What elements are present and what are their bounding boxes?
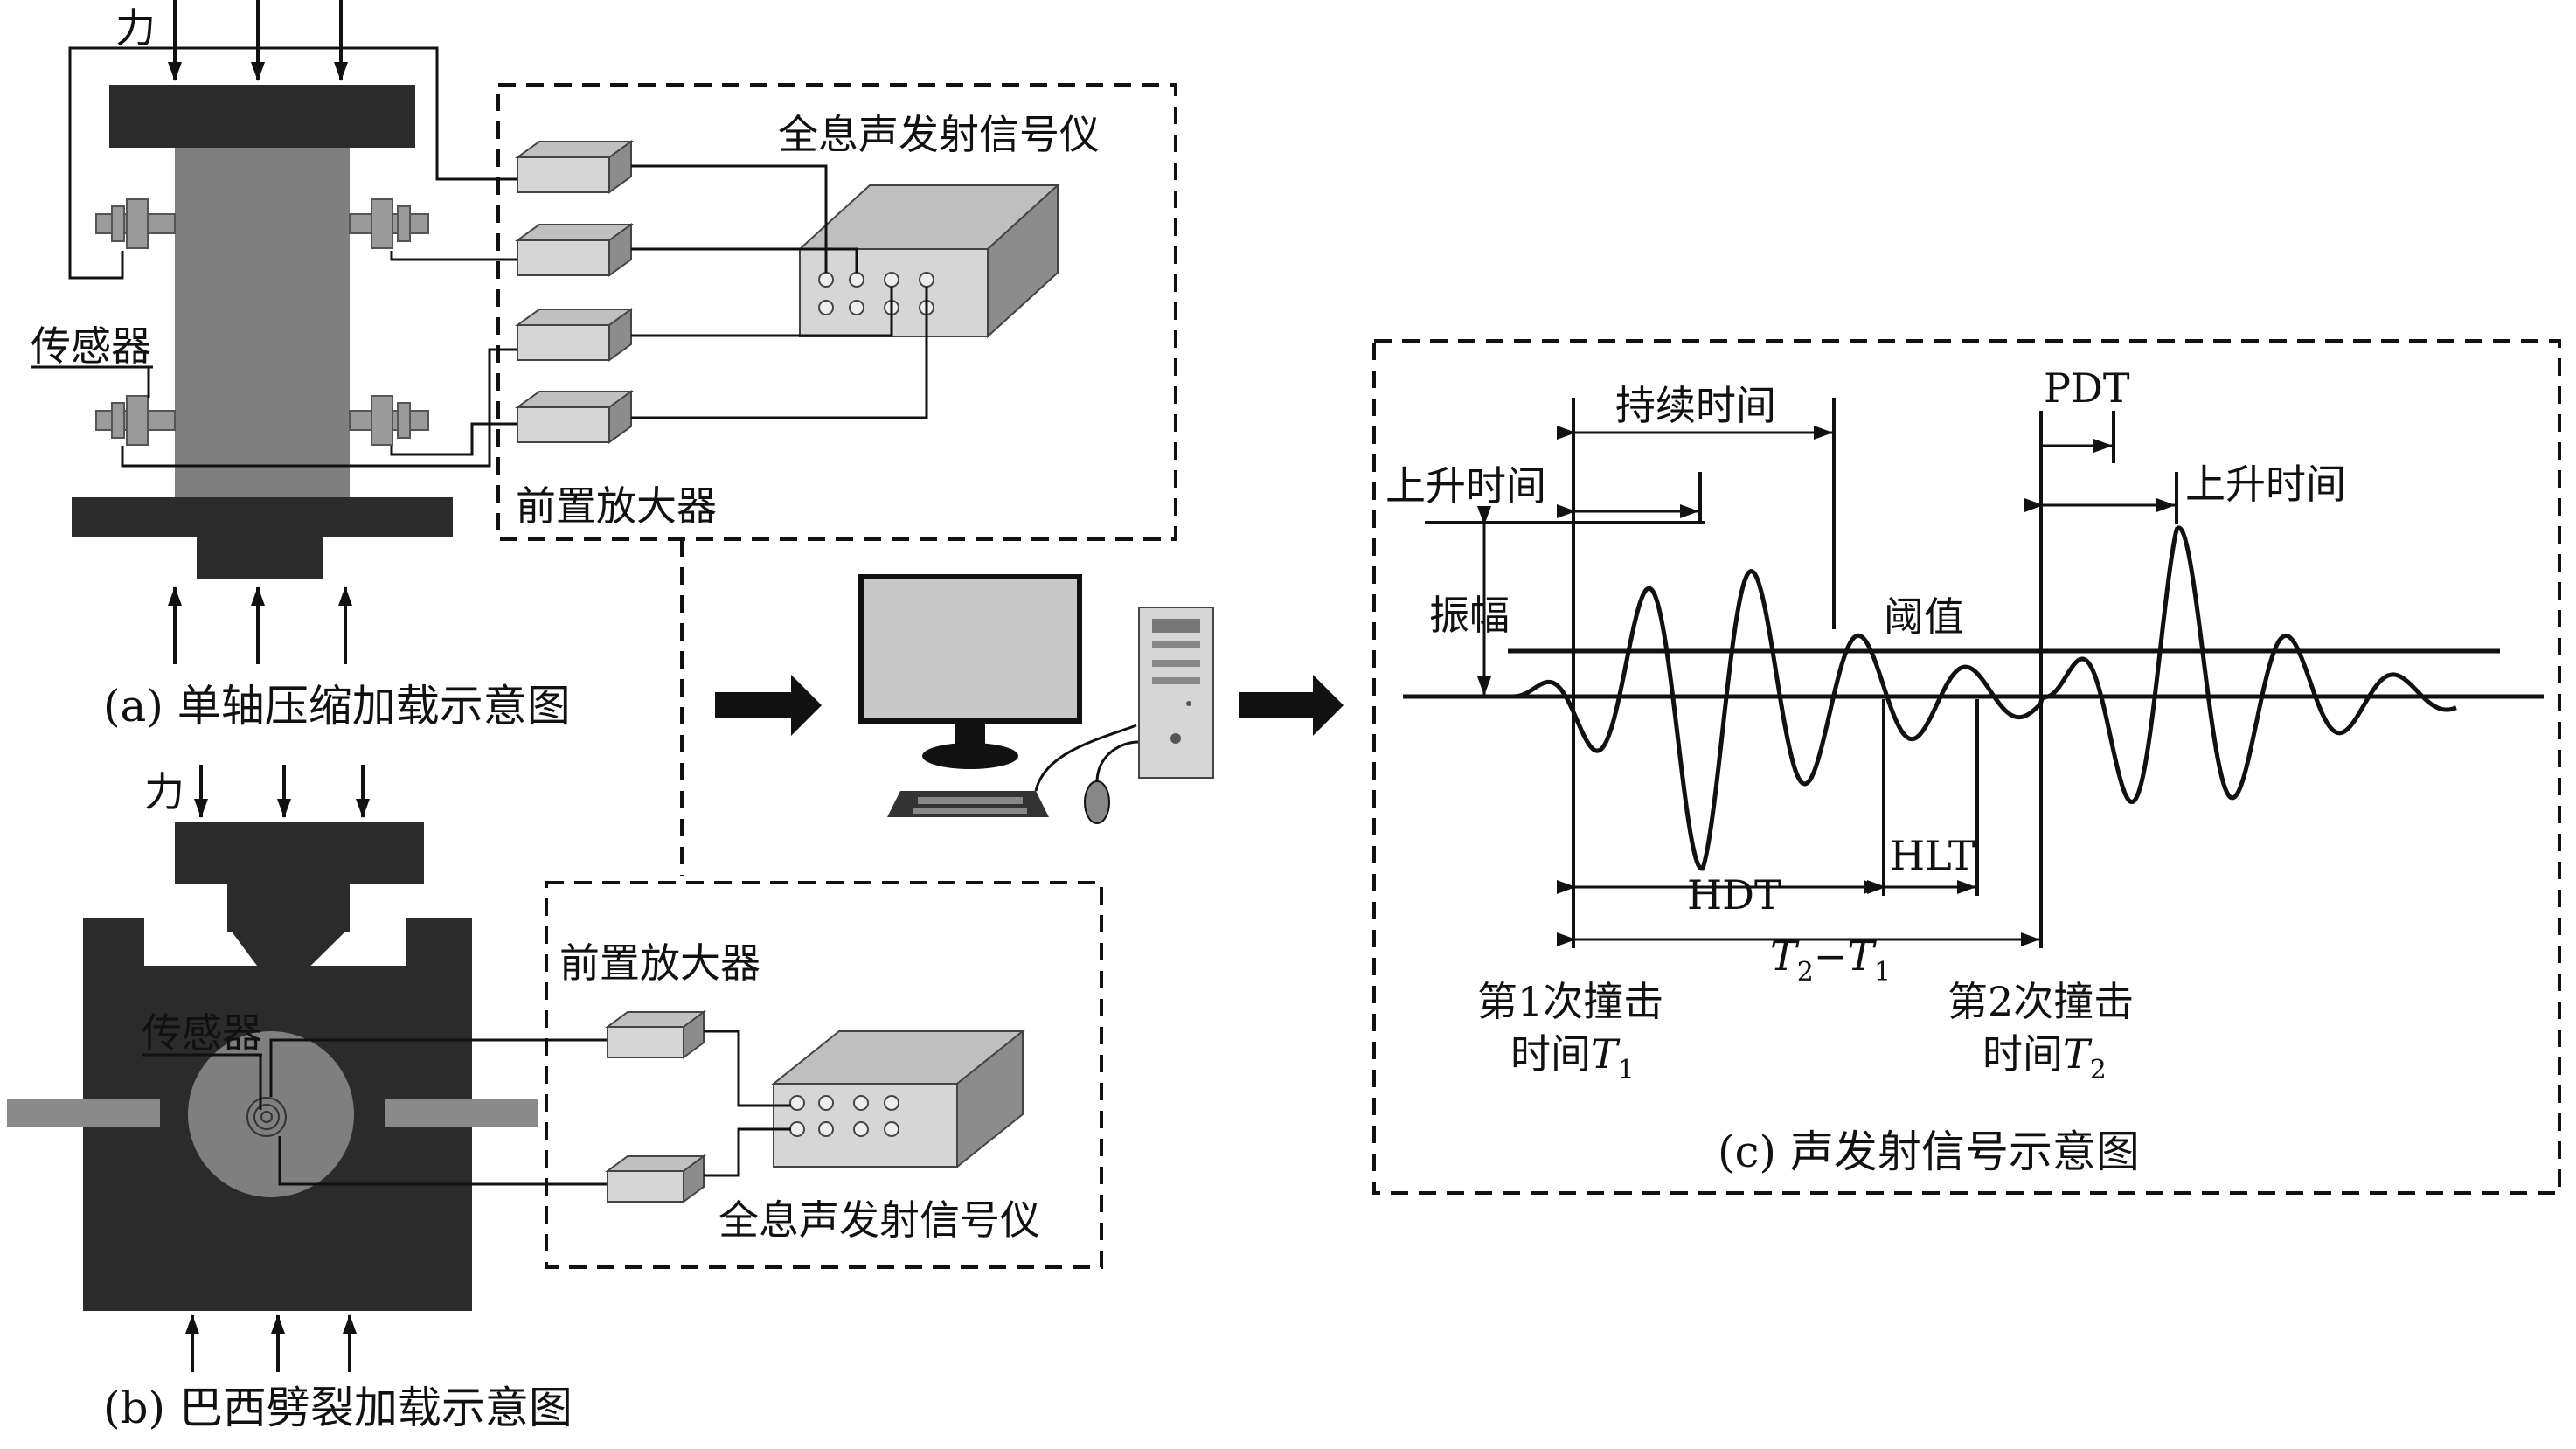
monitor-screen — [858, 574, 1082, 724]
caption-a: (a) 单轴压缩加载示意图 — [103, 681, 571, 731]
svg-text:T2−T1: T2−T1 — [1770, 932, 1891, 988]
rock-specimen — [175, 148, 350, 497]
preamp-1 — [514, 140, 635, 194]
svg-text:时间T1: 时间T1 — [1510, 1030, 1635, 1085]
disc-sensor — [246, 1097, 287, 1137]
preamp-label-b: 前置放大器 — [559, 939, 760, 987]
left-bar — [7, 1099, 160, 1127]
preamp-to-instrument-cables-a — [631, 164, 928, 419]
mouse — [1084, 780, 1110, 824]
instrument-label-a: 全息声发射信号仪 — [778, 111, 1100, 158]
duration-label: 持续时间 — [1615, 382, 1776, 429]
instrument-label-b: 全息声发射信号仪 — [719, 1196, 1040, 1244]
pdt-label: PDT — [2044, 364, 2130, 412]
preamp-label-a: 前置放大器 — [516, 482, 717, 530]
flow-arrow-2 — [1239, 675, 1344, 736]
computer — [858, 574, 1214, 824]
time-markers — [1572, 398, 2178, 948]
bottom-platen — [72, 497, 453, 537]
second-hit-label: 第2次撞击 时间T2 — [1948, 978, 2134, 1085]
force-label-b: 力 — [144, 768, 184, 815]
preamp-b2 — [604, 1154, 707, 1203]
pc-tower — [1138, 607, 1214, 779]
sensors-a — [95, 198, 429, 446]
force-arrows-top — [168, 0, 348, 81]
force-arrows-bottom — [168, 586, 352, 664]
svg-text:第1次撞击: 第1次撞击 — [1477, 978, 1663, 1025]
rise-time-label-1: 上升时间 — [1385, 462, 1546, 510]
panel-c-ae-signal: 持续时间 PDT 上升时间 上升时间 振幅 阈值 HDT HLT T2−T1 第… — [1372, 339, 2561, 1195]
first-hit-label: 第1次撞击 时间T1 — [1477, 978, 1663, 1085]
hdt-label: HDT — [1687, 871, 1781, 919]
keyboard — [887, 791, 1049, 817]
interval-label: T2−T1 — [1770, 932, 1891, 988]
force-label: 力 — [115, 4, 156, 52]
preamp-b1 — [604, 1010, 707, 1059]
svg-text:第2次撞击: 第2次撞击 — [1948, 978, 2134, 1025]
svg-text:时间T2: 时间T2 — [1982, 1030, 2107, 1085]
preamp-4 — [514, 390, 635, 444]
ae-instrument-b — [771, 1029, 1025, 1169]
sensor-label-b: 传感器 — [142, 1009, 262, 1057]
force-arrows-bottom-b — [185, 1314, 357, 1372]
top-platen — [109, 85, 415, 148]
acquisition-box-a — [496, 83, 1177, 541]
right-bar — [385, 1099, 538, 1127]
sensor-bottom-left — [95, 395, 176, 446]
preamp-2 — [514, 223, 635, 277]
sensor-top-left — [95, 198, 176, 249]
panel-a-uniaxial-compression: 力 传感器 — [31, 0, 1177, 731]
sensor-top-right — [349, 198, 429, 249]
right-clamp — [354, 1060, 385, 1169]
preamps-b — [604, 1010, 707, 1203]
ae-waveform — [1512, 525, 2457, 871]
acquisition-box-b — [545, 881, 1103, 1269]
hlt-label: HLT — [1890, 832, 1975, 879]
preamp-to-instrument-cables-b — [704, 1030, 791, 1177]
caption-c: (c) 声发射信号示意图 — [1718, 1127, 2140, 1177]
signal-box — [1372, 339, 2561, 1195]
force-arrows-top-b — [194, 765, 370, 818]
preamp-3 — [514, 308, 635, 362]
threshold-label: 阈值 — [1884, 593, 1964, 641]
panel-b-brazilian-splitting: 力 传感器 — [7, 765, 1103, 1433]
left-clamp — [160, 1060, 191, 1169]
monitor-stand — [922, 743, 1018, 769]
rise-time-label-2: 上升时间 — [2185, 461, 2346, 508]
sensor-bottom-right — [349, 395, 429, 446]
dimension-arrows — [1477, 426, 2176, 946]
flow-arrow-1 — [715, 675, 822, 736]
cables-b — [269, 1038, 608, 1186]
amplitude-label: 振幅 — [1429, 592, 1510, 639]
caption-b: (b) 巴西劈裂加载示意图 — [103, 1383, 573, 1433]
bottom-base — [197, 537, 323, 579]
sensor-label-a: 传感器 — [31, 322, 151, 370]
preamps-a — [514, 140, 635, 444]
ae-instrument-a — [797, 183, 1060, 339]
